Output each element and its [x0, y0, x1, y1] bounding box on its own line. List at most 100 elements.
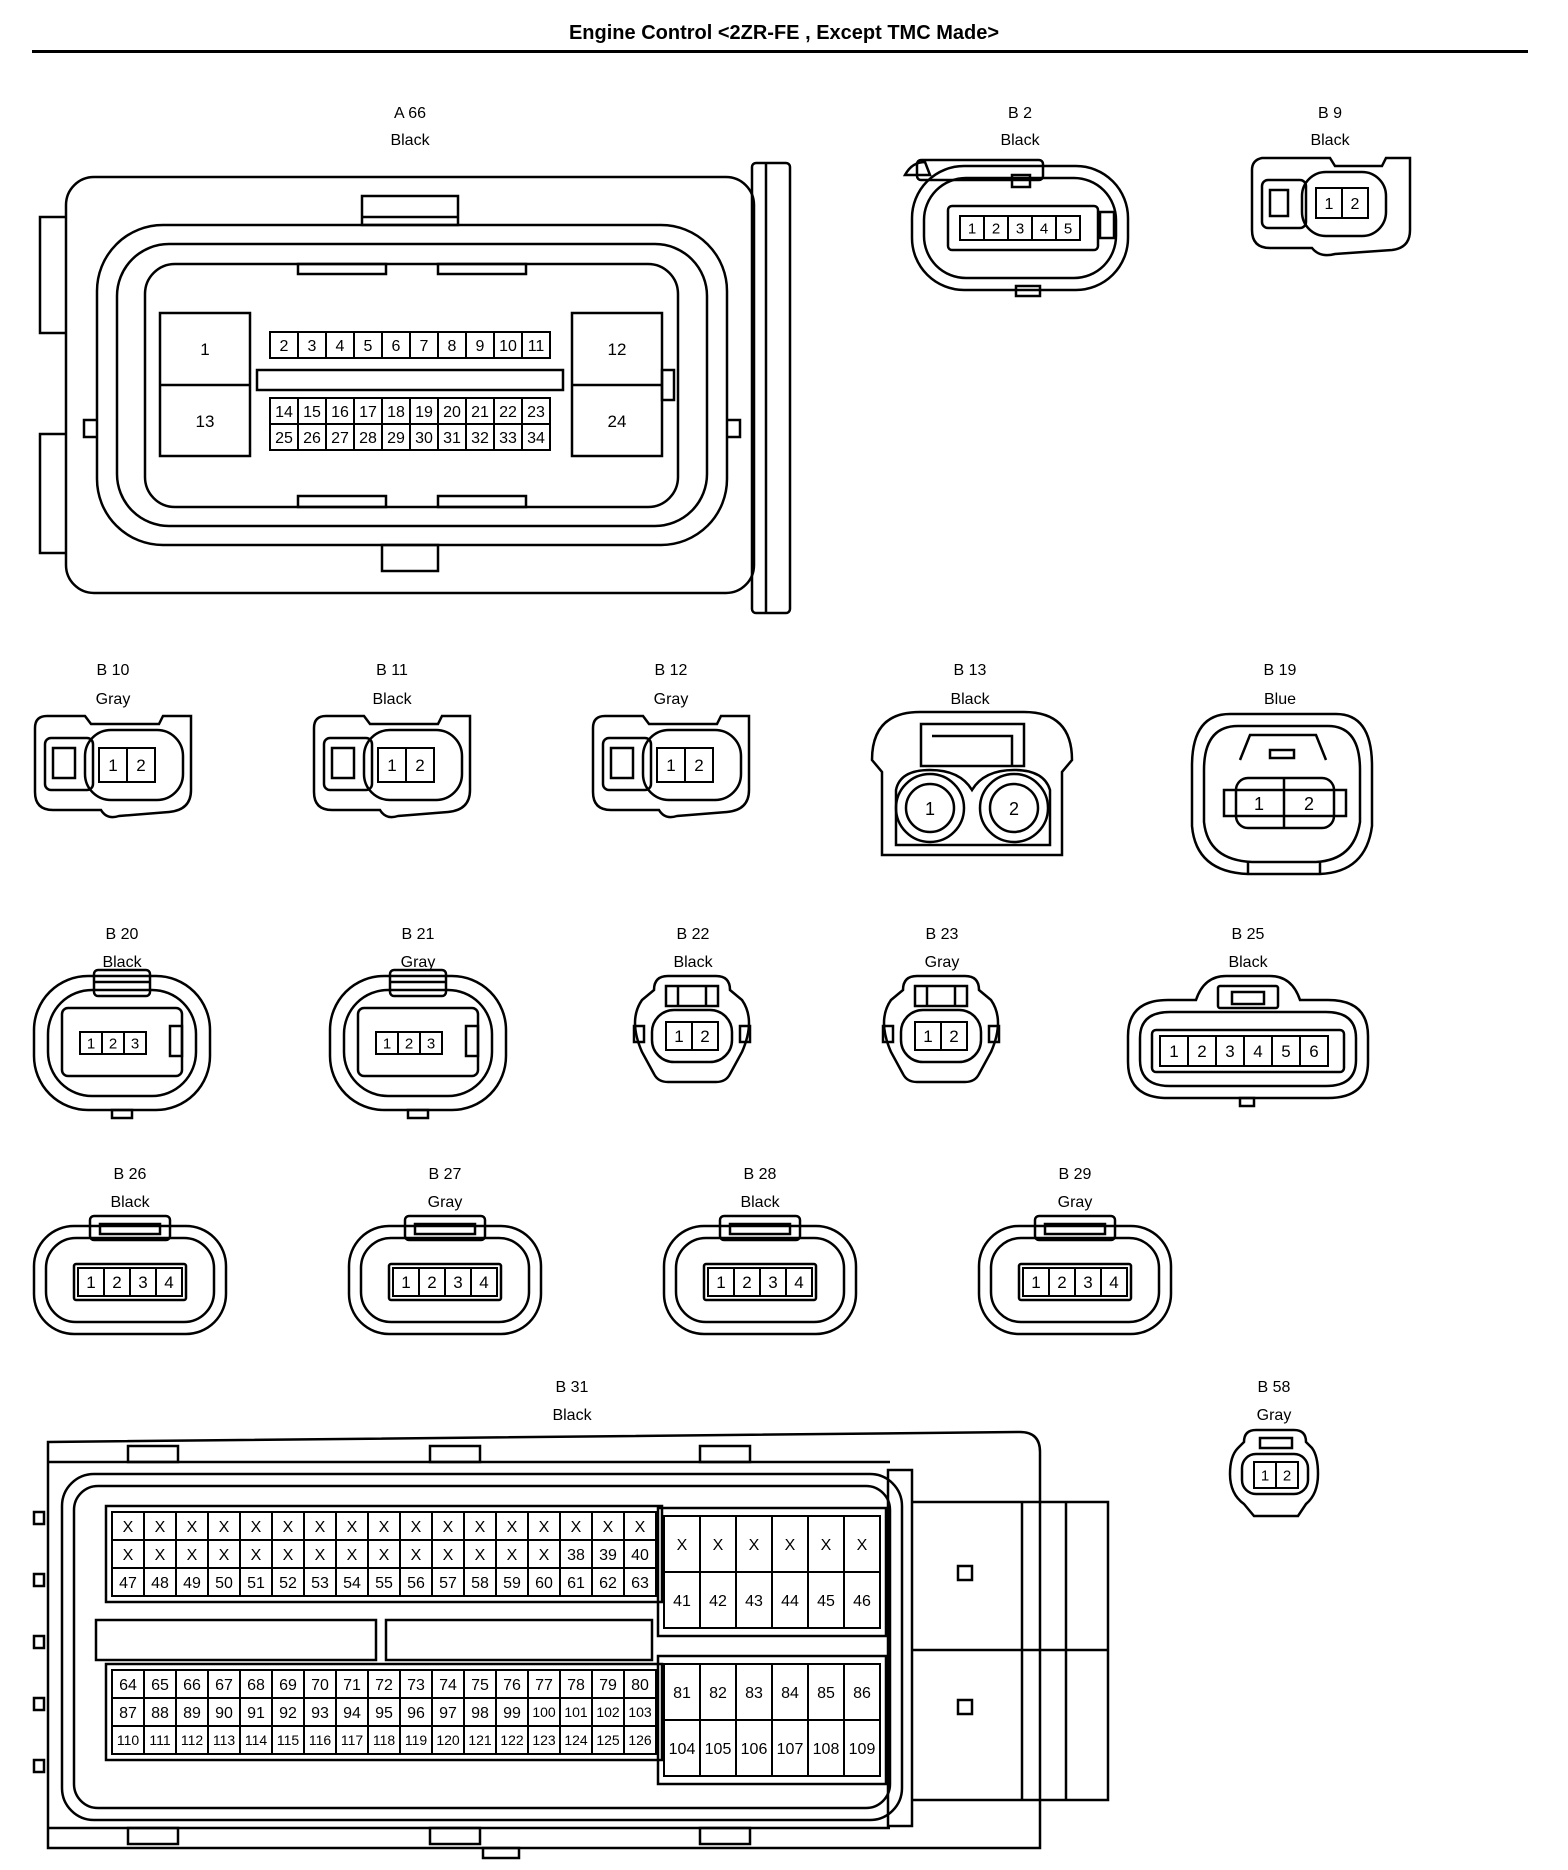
pin-label: 17 — [359, 404, 377, 421]
pin-label: 2 — [1283, 1467, 1291, 1484]
connector-id: B 25 — [1231, 926, 1265, 943]
pin-cell: 2 — [940, 1021, 968, 1051]
pin-label: 3 — [1225, 1042, 1234, 1061]
pin-label: 89 — [183, 1705, 201, 1722]
pin-label: 68 — [247, 1677, 265, 1694]
pin-label: 2 — [949, 1027, 958, 1046]
pin-label: X — [475, 1519, 486, 1536]
pin-label: 27 — [331, 430, 349, 447]
pin-label: 33 — [499, 430, 517, 447]
pin-label: 125 — [596, 1732, 620, 1748]
connector-id: B 10 — [96, 662, 130, 679]
pin-label: 61 — [567, 1575, 585, 1592]
pin-label: 62 — [599, 1575, 617, 1592]
pin-label: 22 — [499, 404, 517, 421]
pin-label: 3 — [131, 1035, 139, 1052]
pin-label: 25 — [275, 430, 293, 447]
pin-label: 75 — [471, 1677, 489, 1694]
pin-label: 121 — [468, 1732, 492, 1748]
pin-label: 2 — [1351, 196, 1360, 213]
pin-label: 20 — [443, 404, 461, 421]
pin-label: 1 — [968, 220, 976, 237]
pin-label: 57 — [439, 1575, 457, 1592]
pin-label: 1 — [1325, 196, 1334, 213]
pin-cell: 2 — [405, 747, 435, 783]
pin-label: 88 — [151, 1705, 169, 1722]
connector-id: B 22 — [676, 926, 710, 943]
pin-label: 1 — [1254, 794, 1264, 814]
pin-label: 3 — [138, 1273, 147, 1292]
connector-color: Gray — [427, 1194, 463, 1211]
pin-label: 84 — [781, 1685, 799, 1702]
pin-label: 21 — [471, 404, 489, 421]
pin-label: 94 — [343, 1705, 361, 1722]
pin-label: X — [155, 1547, 166, 1564]
pin-label: 107 — [777, 1741, 804, 1758]
pin-cell: 2 — [684, 747, 714, 783]
connector-color: Gray — [924, 954, 960, 971]
pin-label: 105 — [705, 1741, 732, 1758]
pin-label: 31 — [443, 430, 461, 447]
pin-label: 70 — [311, 1677, 329, 1694]
pin-label: 117 — [341, 1732, 364, 1748]
pin-label: 95 — [375, 1705, 393, 1722]
pin-label: 3 — [453, 1273, 462, 1292]
pin-label: 78 — [567, 1677, 585, 1694]
connector-color: Black — [673, 954, 713, 971]
pin-cell: 4 — [470, 1267, 498, 1297]
pin-label: 4 — [1040, 220, 1048, 237]
pin-label: 2 — [112, 1273, 121, 1292]
pin-label: X — [187, 1519, 198, 1536]
connector-id: A 66 — [393, 105, 427, 122]
pin-cell: 126 — [623, 1725, 657, 1755]
pin-label: 73 — [407, 1677, 425, 1694]
pin-label: X — [749, 1537, 760, 1554]
pin-label: 79 — [599, 1677, 617, 1694]
connector-id: B 28 — [743, 1166, 777, 1183]
connector-id: B 11 — [376, 662, 408, 679]
connector-color: Gray — [1256, 1407, 1292, 1424]
pin-label: 116 — [309, 1732, 332, 1748]
pin-label: 30 — [415, 430, 433, 447]
connector-id: B 2 — [1007, 105, 1032, 122]
pin-label: 120 — [436, 1732, 460, 1748]
pin-label: 126 — [628, 1732, 652, 1748]
pin-label: 123 — [532, 1732, 556, 1748]
pin-label: 53 — [311, 1575, 329, 1592]
pin-label: 108 — [813, 1741, 840, 1758]
pin-label: X — [379, 1519, 390, 1536]
pin-label: 4 — [479, 1273, 488, 1292]
pin-label: X — [713, 1537, 724, 1554]
pin-cell: 3 — [419, 1031, 443, 1055]
pin-label: X — [219, 1547, 230, 1564]
pin-label: 38 — [567, 1547, 585, 1564]
pin-label: X — [347, 1547, 358, 1564]
pin-label: 67 — [215, 1677, 233, 1694]
pin-label: 2 — [136, 756, 145, 775]
pin-label: X — [411, 1519, 422, 1536]
pin-cell: 4 — [785, 1267, 813, 1297]
pin-label: 76 — [503, 1677, 521, 1694]
connector-id: B 27 — [428, 1166, 462, 1183]
pin-label: 44 — [781, 1593, 799, 1610]
connector-id: B 12 — [654, 662, 688, 679]
pin-label: 5 — [1064, 220, 1072, 237]
pin-label: 16 — [331, 404, 349, 421]
connector-id: B 23 — [925, 926, 959, 943]
pin-label: 49 — [183, 1575, 201, 1592]
connector-color: Black — [552, 1407, 592, 1424]
pin-label: 1 — [86, 1273, 95, 1292]
pin-label: 1 — [200, 340, 209, 359]
pin-label: 39 — [599, 1547, 617, 1564]
pin-label: 2 — [992, 220, 1000, 237]
pin-label: 26 — [303, 430, 321, 447]
pin-label: X — [347, 1519, 358, 1536]
